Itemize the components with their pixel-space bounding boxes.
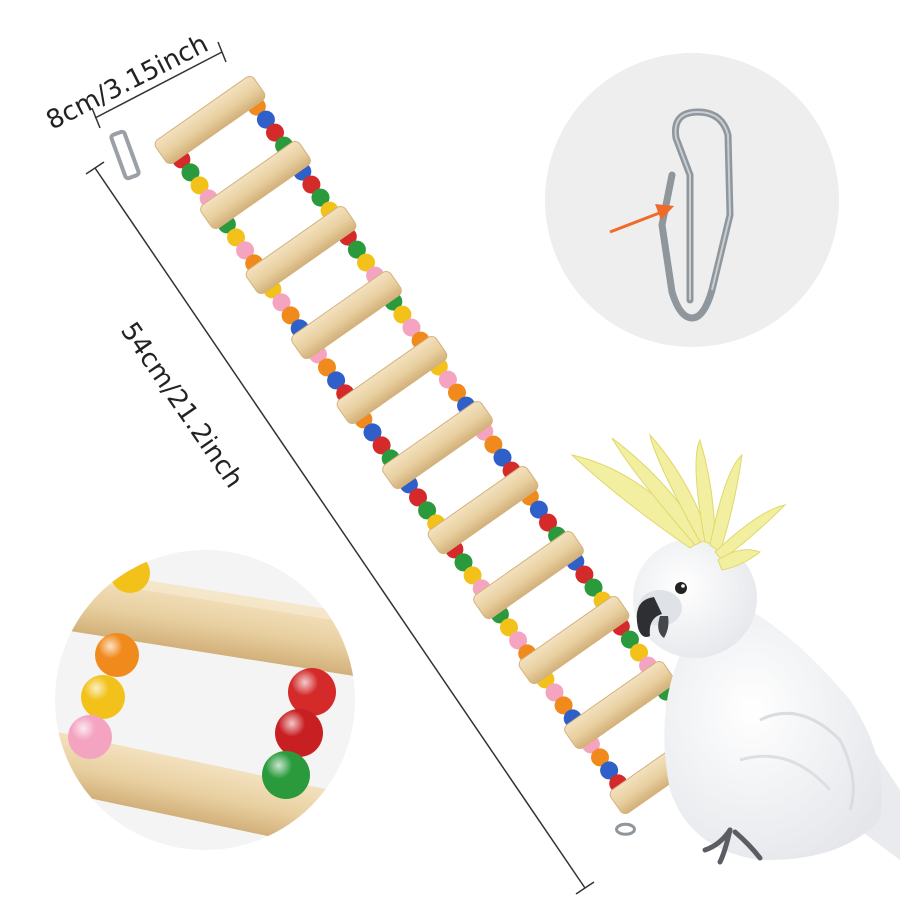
cockatoo-image <box>570 433 900 865</box>
bead <box>347 240 366 259</box>
bead <box>575 565 594 584</box>
ladder-rung <box>336 335 448 425</box>
bead <box>448 383 466 402</box>
bead <box>554 696 573 715</box>
bead-detail-inset <box>55 550 355 850</box>
bead <box>600 761 619 780</box>
feet <box>702 827 763 865</box>
bead <box>357 253 375 272</box>
bottom-hook <box>615 822 636 836</box>
bead <box>363 423 382 442</box>
bead <box>529 500 548 519</box>
ladder-rung <box>427 465 539 555</box>
bead <box>584 578 603 597</box>
bead <box>272 293 291 312</box>
ladder-rung <box>154 75 266 165</box>
bead <box>509 631 528 650</box>
length-label: 54cm/21.2inch <box>114 317 249 494</box>
bead-column-right <box>262 668 336 799</box>
bead <box>620 630 639 649</box>
bead <box>327 371 346 390</box>
bead <box>318 358 336 377</box>
bead <box>418 501 437 520</box>
ladder-rung <box>245 205 357 295</box>
bead <box>493 448 512 467</box>
ladder-rung <box>473 530 584 620</box>
bead <box>302 175 321 194</box>
ladder-rung <box>200 140 311 230</box>
beak <box>636 597 662 637</box>
bead <box>266 123 284 142</box>
bead <box>630 643 648 662</box>
bead <box>181 163 200 182</box>
bead <box>500 618 518 637</box>
bead <box>256 110 275 129</box>
bead <box>454 553 473 572</box>
bead <box>281 306 300 325</box>
ladder-rung <box>518 595 630 685</box>
bead <box>311 188 330 207</box>
bead <box>227 228 245 247</box>
bead <box>539 513 557 532</box>
ladder-rung <box>564 660 675 750</box>
arrow-icon <box>609 204 674 234</box>
bead <box>393 305 412 324</box>
bead <box>409 488 427 507</box>
clip-detail-inset <box>545 53 839 347</box>
bead <box>236 241 255 260</box>
ladder-rung <box>291 270 402 360</box>
bead <box>545 683 564 702</box>
bead <box>402 318 421 337</box>
bead <box>484 435 503 454</box>
crest <box>570 433 787 571</box>
bead <box>372 436 391 455</box>
bead <box>190 176 209 195</box>
ladder-rung <box>382 400 493 490</box>
bead <box>463 566 482 585</box>
bead <box>438 370 457 389</box>
bead <box>591 748 609 767</box>
top-hook <box>109 129 141 181</box>
